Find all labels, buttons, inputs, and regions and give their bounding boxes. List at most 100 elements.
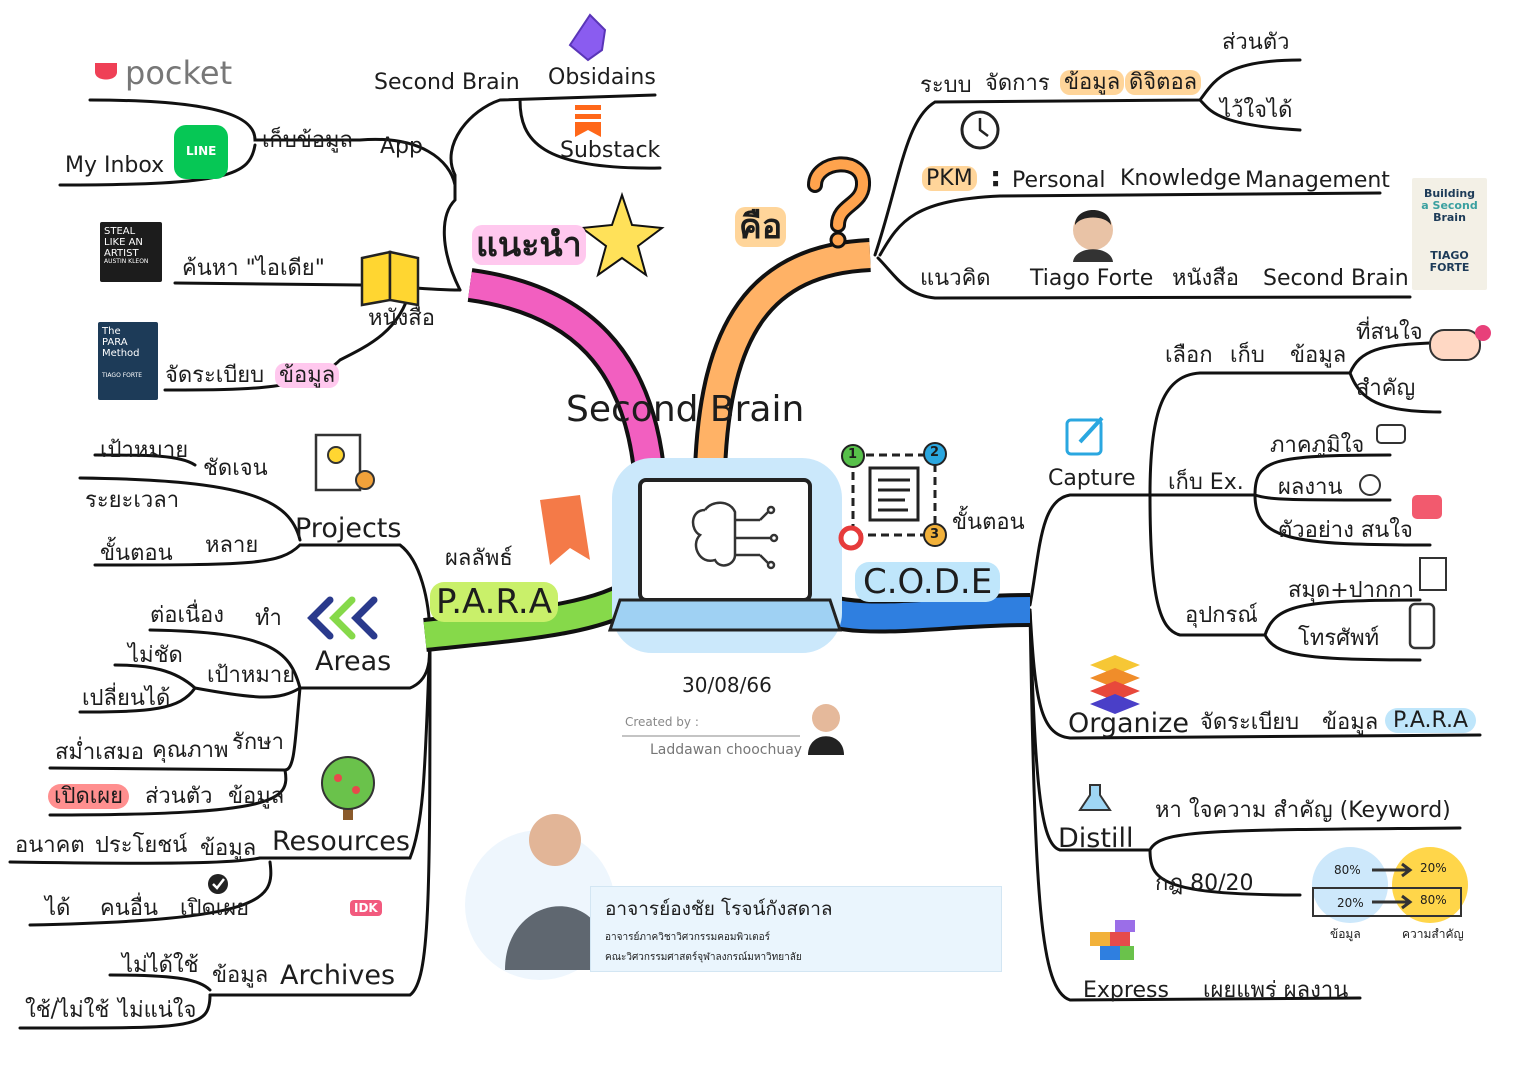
line-arc-unsure [18, 993, 212, 1030]
profile-card [590, 886, 1002, 972]
branch-intro [468, 272, 663, 482]
personal-label: ส่วนตัว [1222, 30, 1290, 55]
proj-goal: เป้าหมาย [100, 438, 189, 463]
organize-data-label: ข้อมูล [275, 363, 340, 388]
arc-unsure: ไม่แน่ใจ [118, 998, 197, 1023]
line-code-capture [1028, 493, 1152, 607]
areas-data: ข้อมูล [228, 784, 285, 809]
cap-store-ex: เก็บ Ex. [1168, 470, 1244, 495]
profile-name: อาจารย์องชัย โรจน์กังสดาล [605, 898, 833, 920]
pocket-label: pocket [125, 54, 233, 92]
speaker-photo [465, 814, 615, 980]
branch-what [697, 242, 871, 471]
books-label: หนังสือ [368, 306, 435, 331]
person-avatar [1073, 210, 1113, 262]
cap-tools: อุปกรณ์ [1185, 603, 1258, 628]
areas-do: ทำ [255, 606, 282, 631]
line-intro-app [442, 93, 657, 292]
line-proj-goal [93, 453, 197, 467]
cap-data: ข้อมูล [1290, 343, 1347, 368]
branch-intro-label: แนะนำ [472, 225, 586, 265]
line-app-substack [518, 98, 662, 170]
clock-icon [960, 110, 1000, 150]
dis-find: หา ใจความ สำคัญ (Keyword) [1155, 798, 1451, 823]
created-by-label: Created by : [625, 715, 699, 729]
line-res-others [28, 860, 273, 927]
areas-keep: รักษา [232, 730, 284, 755]
branch-para-label: P.A.R.A [430, 582, 558, 622]
manage-label: จัดการ [985, 71, 1050, 96]
chevrons-left-icon [307, 596, 378, 640]
medal-icon [1359, 474, 1381, 496]
flask-icon [1078, 784, 1112, 811]
idk-badge: IDK [350, 900, 382, 916]
open-book-icon [360, 250, 420, 307]
distill-label: Distill [1058, 823, 1134, 854]
lego-blocks-icon [1090, 920, 1135, 960]
line-areas-change [78, 686, 197, 714]
pkm-word-management: Management [1245, 168, 1390, 193]
phone-icon [1408, 602, 1436, 650]
line-proj-top [78, 476, 302, 542]
pocket-icon [95, 63, 117, 80]
profile-title-line2: คณะวิศวกรรมศาสตร์จุฬาลงกรณ์มหาวิทยาลัย [605, 952, 802, 963]
author-photo [808, 704, 844, 755]
pareto-bottom-right: 80% [1420, 893, 1447, 907]
line-code-express [1028, 608, 1362, 1002]
layers-icon [1090, 655, 1140, 714]
areas-private: ส่วนตัว [145, 784, 213, 809]
idea-document-icon [314, 433, 375, 492]
areas-goal: เป้าหมาย [207, 663, 296, 688]
smiling-star-icon [579, 191, 665, 278]
archives-label: Archives [280, 960, 396, 991]
areas-continuous: ต่อเนื่อง [150, 603, 225, 628]
book-title-label: Second Brain [1263, 266, 1409, 291]
arc-data: ข้อมูล [212, 963, 269, 988]
line-app-icon [174, 125, 228, 179]
center-date: 30/08/66 [682, 673, 772, 697]
org-para: P.A.R.A [1385, 708, 1477, 733]
substack-icon [575, 105, 601, 137]
step-number-3: 3 [930, 527, 940, 542]
question-mark-icon [807, 156, 871, 249]
proj-steps: ขั้นตอน [100, 541, 173, 566]
line-what-pkm [878, 191, 1382, 257]
line-arc-unused [108, 973, 212, 992]
digital-label: ดิจิตอล [1125, 70, 1202, 95]
areas-change: เปลี่ยนได้ [82, 686, 171, 711]
res-benefit: ประโยชน์ [95, 833, 188, 858]
speech-bubble-icon [1376, 424, 1406, 444]
code-steps-icon [838, 442, 947, 551]
line-distill-rule [1148, 848, 1302, 897]
notebook-icon [1419, 557, 1447, 591]
pkm-word-knowledge: Knowledge [1120, 166, 1241, 191]
line-capture-phone [1263, 633, 1422, 662]
branch-what-label: คือ [735, 207, 787, 247]
center-title: Second Brain [566, 389, 805, 430]
line-areas-private [48, 768, 288, 817]
areas-unclear: ไม่ชัด [128, 643, 183, 668]
cap-example: ตัวอย่าง สนใจ [1278, 518, 1413, 543]
cap-proud: ภาคภูมิใจ [1270, 433, 1365, 458]
res-future: อนาคต [15, 833, 85, 858]
pareto-label-importance: ความสำคัญ [1402, 927, 1464, 941]
sticky-note-icon [540, 495, 590, 565]
line-books-organize [163, 288, 412, 392]
organize-label: จัดระเบียบ [165, 363, 265, 388]
resources-label: Resources [272, 826, 410, 857]
data-label: ข้อมูล [1060, 70, 1125, 95]
tiago-label: Tiago Forte [1030, 266, 1154, 291]
res-disclose: เปิดเผย [180, 896, 250, 921]
res-data: ข้อมูล [200, 836, 257, 861]
line-para-archives [208, 638, 432, 997]
obsidian-label: Obsidains [548, 65, 656, 90]
profile-title-line1: อาจารย์ภาควิชาวิศวกรรมคอมพิวเตอร์ [605, 932, 770, 943]
line-para-resources [258, 638, 432, 860]
tree-icon [321, 756, 375, 820]
result-label: ผลลัพธ์ [445, 546, 513, 571]
line-what-trusted [1198, 98, 1302, 132]
pkm-word-personal: Personal [1012, 168, 1106, 193]
